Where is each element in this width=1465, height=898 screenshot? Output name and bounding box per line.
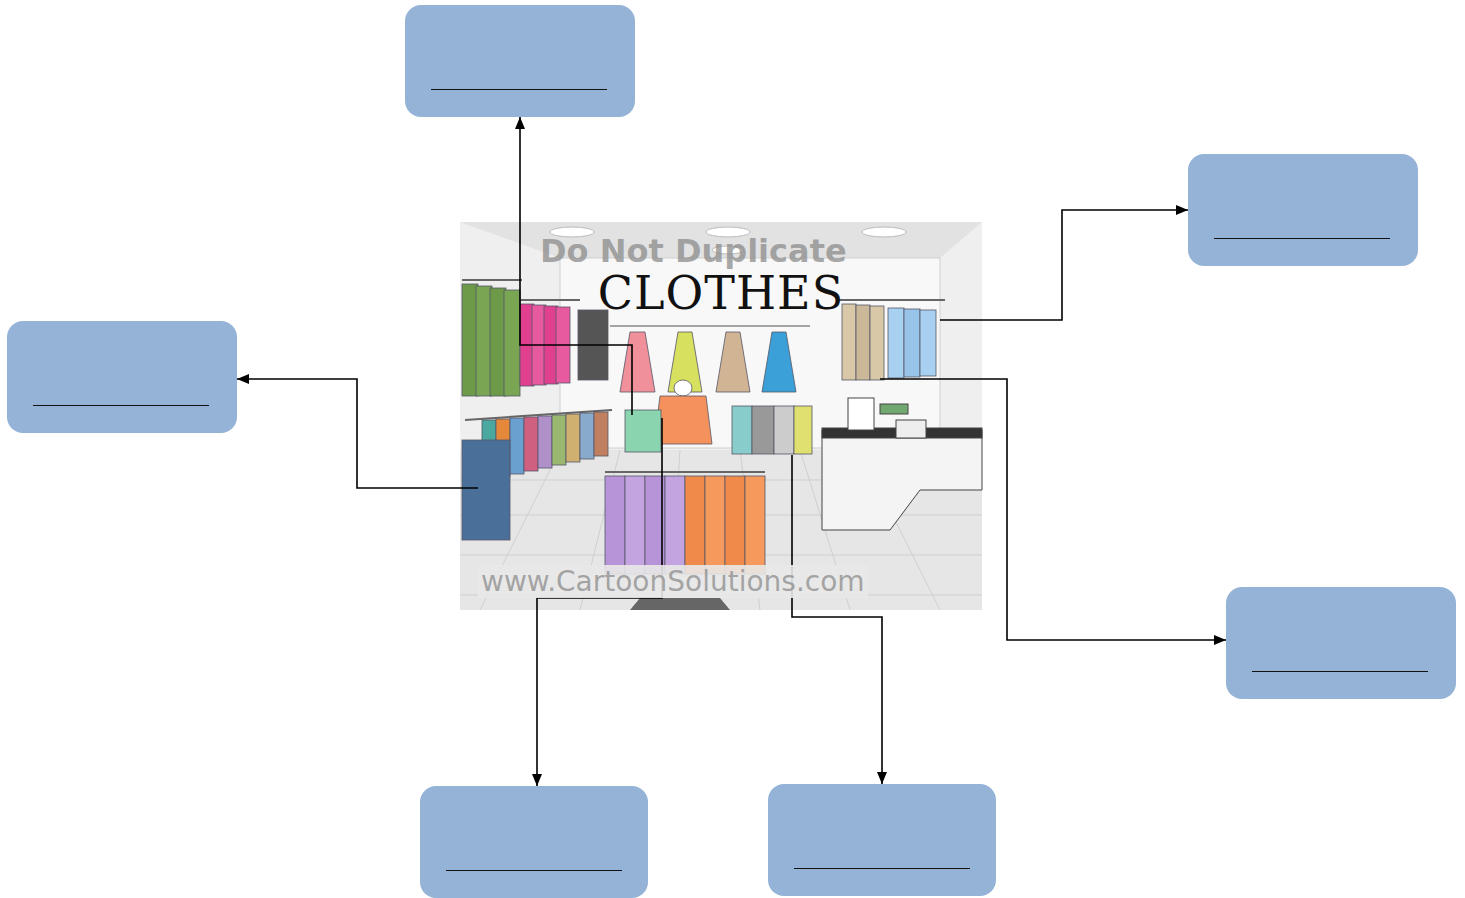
- handwritten-title: CLOTHES: [460, 268, 982, 319]
- watermark-text: www.CartoonSolutions.com: [478, 565, 868, 598]
- watermark-text: Do Not Duplicate: [540, 232, 847, 270]
- arrowhead: [877, 772, 887, 784]
- connector-line: [792, 455, 882, 784]
- blank-line: [794, 868, 970, 869]
- answer-box: [768, 784, 996, 896]
- arrowhead: [1214, 635, 1226, 645]
- arrow-connector: [880, 379, 1226, 645]
- blank-line: [33, 405, 209, 406]
- connector-line: [940, 210, 1188, 320]
- connector-line: [537, 418, 662, 786]
- blank-line: [446, 870, 622, 871]
- arrow-connector: [237, 374, 478, 488]
- picture-frame: CLOTHES: [460, 222, 982, 610]
- answer-box: [1226, 587, 1456, 699]
- arrowhead: [532, 774, 542, 786]
- answer-box: [420, 786, 648, 898]
- answer-box: [405, 5, 635, 117]
- answer-box: [1188, 154, 1418, 266]
- blank-line: [1214, 238, 1390, 239]
- arrow-connector: [792, 455, 887, 784]
- arrowhead: [1176, 205, 1188, 215]
- arrowhead: [515, 117, 525, 129]
- connector-line: [237, 379, 478, 488]
- arrowhead: [237, 374, 249, 384]
- connector-line: [880, 379, 1226, 640]
- arrow-connector: [532, 418, 662, 786]
- blank-line: [431, 89, 607, 90]
- answer-box: [7, 321, 237, 433]
- arrow-connector: [940, 205, 1188, 320]
- blank-line: [1252, 671, 1428, 672]
